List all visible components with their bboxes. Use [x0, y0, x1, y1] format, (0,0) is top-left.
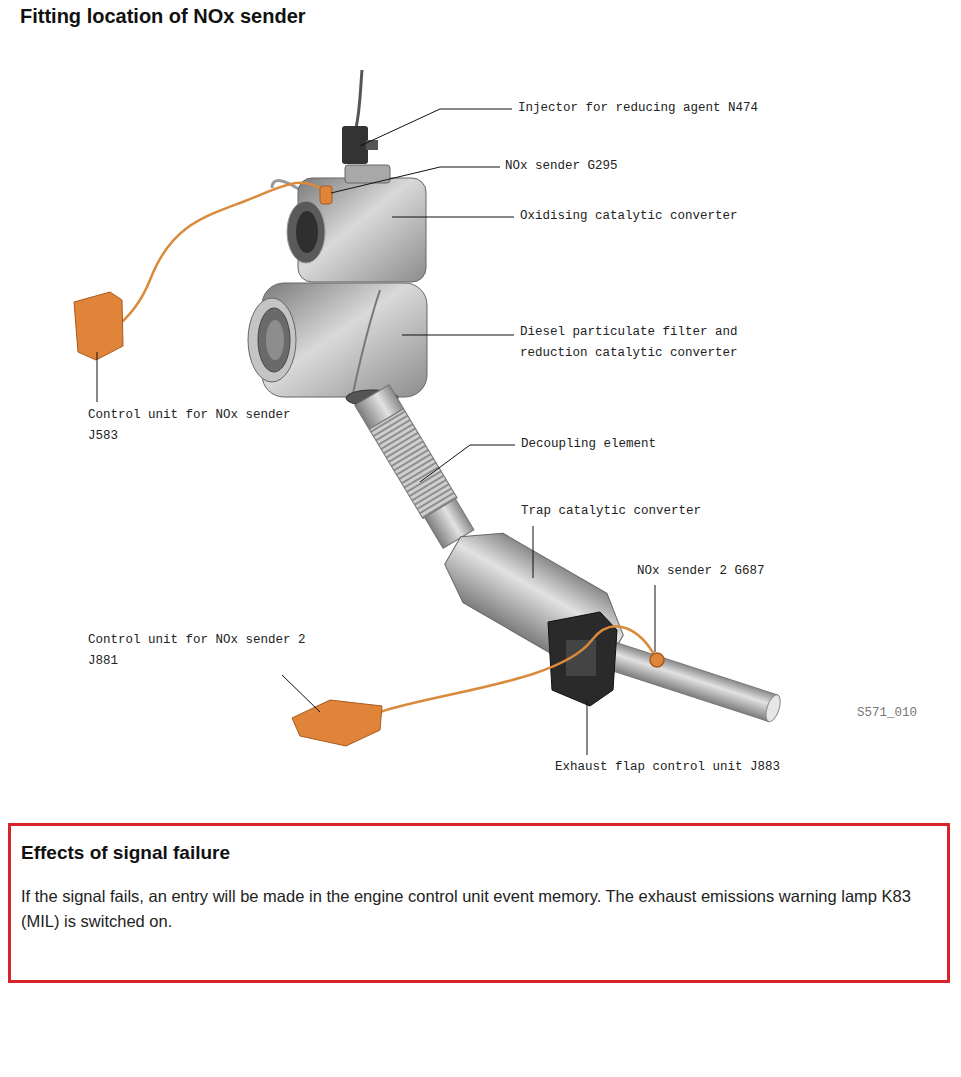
injector-body: [342, 126, 368, 164]
part-label: Trap catalytic converter: [521, 501, 701, 522]
flap-unit: [548, 612, 617, 706]
part-label: Diesel particulate filter and reduction …: [520, 322, 745, 364]
pressure-pipe: [352, 290, 380, 398]
nox-sensor: [650, 653, 664, 667]
leader-line: [282, 675, 320, 712]
pipe-end: [763, 693, 783, 723]
injector-connector: [366, 140, 378, 150]
box-heading: Effects of signal failure: [21, 842, 937, 864]
part-label: Exhaust flap control unit J883: [555, 757, 780, 778]
box-body: If the signal fails, an entry will be ma…: [21, 884, 937, 934]
decoupling-pipe: [355, 385, 476, 550]
part-label: NOx sender 2 G687: [637, 561, 765, 582]
filter-inlet: [258, 308, 290, 372]
pipe-segment: [596, 639, 778, 722]
leader-line: [392, 217, 514, 218]
control-unit: [292, 700, 382, 746]
part-label: Control unit for NOx sender J583: [88, 405, 298, 447]
leader-line: [420, 445, 515, 482]
leader-line: [402, 335, 514, 336]
note-box: Effects of signal failure If the signal f…: [8, 823, 950, 983]
part-label: Control unit for NOx sender 2 J881: [88, 630, 313, 672]
diagram-title: Fitting location of NOx sender: [20, 5, 306, 28]
leader-line: [655, 585, 656, 652]
converter-inlet: [296, 211, 318, 253]
nox-sensor: [320, 186, 332, 204]
part-label: Oxidising catalytic converter: [520, 206, 738, 227]
injector-cable: [356, 70, 362, 128]
part-label: NOx sender G295: [505, 156, 618, 177]
control-unit: [74, 292, 123, 360]
part-label: Decoupling element: [521, 434, 656, 455]
filter-core: [266, 320, 284, 360]
tail-pipe: [596, 639, 783, 724]
leader-line: [360, 109, 512, 146]
leader-line: [331, 167, 500, 193]
converter-inlet-ring: [287, 201, 325, 263]
particulate-filter: [248, 283, 427, 398]
sensor-wire: [380, 626, 656, 712]
bellows: [369, 409, 457, 519]
filter-inlet-flange: [248, 298, 296, 382]
leader-line: [587, 700, 588, 755]
figure-number: S571_010: [857, 703, 917, 724]
part-label: Injector for reducing agent N474: [518, 98, 758, 119]
leader-line: [533, 526, 534, 578]
sensor-wire: [112, 183, 326, 330]
leader-lines: [97, 109, 655, 755]
leader-line: [97, 352, 98, 402]
injector: [342, 70, 378, 164]
